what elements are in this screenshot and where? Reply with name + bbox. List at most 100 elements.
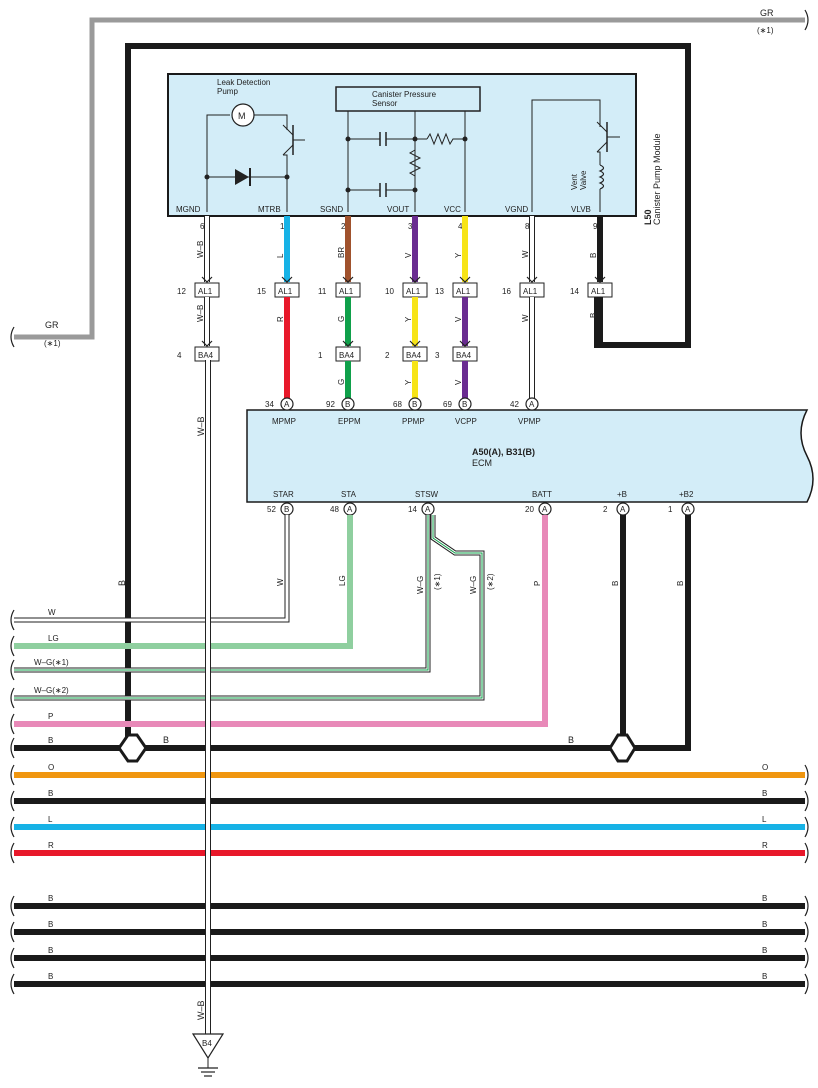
bus-line-4: P [10,712,53,735]
wire-label-b2: B [676,581,685,586]
ecm-pin-conn: A [542,505,548,514]
pump-label-2: Pump [217,87,238,96]
bus-label-left: W [48,608,56,617]
wire-label-sgnd3: G [337,379,346,385]
module-pin-mgnd: MGND [176,205,201,214]
sensor-label-2: Sensor [372,99,398,108]
wire-label-vout3: Y [404,379,413,385]
module-pin-vout: VOUT [387,205,409,214]
bus-label-left: W–G(∗2) [34,686,69,695]
bus-label-right: R [762,841,768,850]
vent-label-2: Valve [579,170,588,190]
ecm-pin-number: 69 [443,400,452,409]
ecm-pin-name: MPMP [272,417,296,426]
module-pin-number: 1 [280,222,285,231]
module-pin-number: 9 [593,222,598,231]
ecm-pin-number: 20 [525,505,534,514]
connector-arrow-icon [409,340,421,347]
connector-label: AL1 [523,287,538,296]
module-pin-mtrb: MTRB [258,205,281,214]
bus-label-right: B [762,894,767,903]
bus-label-left: R [48,841,54,850]
connector-pin-number: 14 [570,287,579,296]
bus-label-left: P [48,712,53,721]
module-pin-vgnd: VGND [505,205,528,214]
wire-label-star: W [276,578,285,586]
ecm-pin-conn: A [529,400,535,409]
bus-line-5: B [10,736,610,759]
ground-point-label: B4 [202,1039,212,1048]
wire-stsw-2-stripe [14,515,483,699]
connector-label: AL1 [339,287,354,296]
bus-label-left: B [48,736,53,745]
ecm-pin-name: +B [617,490,627,499]
module-pin-number: 4 [458,222,463,231]
wire-label-mgnd: W–B [196,241,205,258]
wire-label-sgnd2: G [337,316,346,322]
bus-label-right: B [762,789,767,798]
wire-label-vcc: Y [454,252,463,258]
coil-icon [598,164,605,190]
connector-label: BA4 [339,351,355,360]
connector-label: AL1 [406,287,421,296]
sensor-label-1: Canister Pressure [372,90,437,99]
wire-note-stsw1: (∗1) [433,573,442,590]
ecm-pin-conn: B [412,400,417,409]
bus-label-left: LG [48,634,59,643]
ecm-pin-number: 48 [330,505,339,514]
connector-pin-number: 2 [385,351,390,360]
wire-label-vgnd2: W [521,314,530,322]
junction-right: B [568,733,637,763]
connector-arrow-icon [281,276,293,283]
ecm-pin-conn: B [345,400,350,409]
connector-label: AL1 [198,287,213,296]
bus-label-left: B [48,946,53,955]
bus-label-left: B [48,920,53,929]
wire-plusb2 [635,515,691,751]
connector-arrow-icon [342,340,354,347]
module-wires: W–BAL112LAL115BRAL111VAL110YAL113WAL116B… [177,216,613,398]
wire-label-stsw1: W–G [416,576,425,594]
ecm-pin-name: VCPP [455,417,477,426]
ecm-pin-conn: B [284,505,289,514]
wire-label-mtrb2: R [276,316,285,322]
pump-label-1: Leak Detection [217,78,270,87]
gr-power-line: GR (∗1) GR (∗1) [10,8,809,348]
ecm-pin-conn: A [620,505,626,514]
gr-label-left: GR [45,320,59,330]
ecm-pin-number: 34 [265,400,274,409]
wire-label-vcc3: V [454,379,463,385]
module-pin-number: 6 [200,222,205,231]
ecm-pin-name: STA [341,490,357,499]
ecm-pin-name: STAR [273,490,294,499]
module-pin-number: 8 [525,222,530,231]
ecm-title: A50(A), B31(B) [472,447,535,457]
connector-label: AL1 [591,287,606,296]
connector-arrow-icon [526,276,538,283]
connector-arrow-icon [201,340,213,347]
diode-icon [235,168,251,186]
wire-sta [14,515,353,649]
bus-line-2: W–G(∗1) [10,658,69,681]
connector-pin-number: 10 [385,287,394,296]
bus-label-left: B [48,972,53,981]
bus-label-left: L [48,815,53,824]
